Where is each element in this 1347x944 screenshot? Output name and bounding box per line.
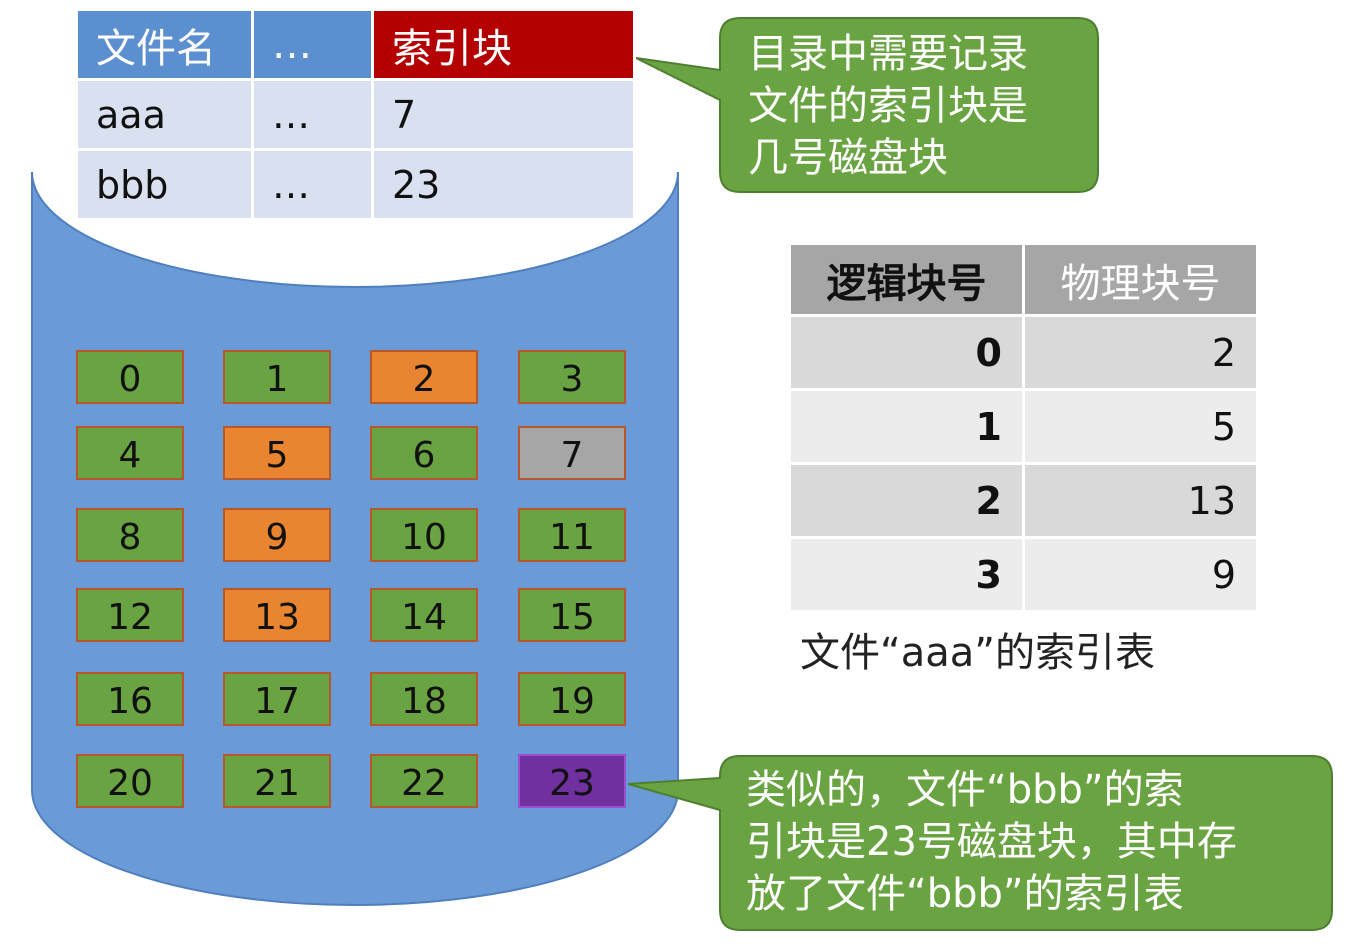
callout-bottom-line: 放了文件“bbb”的索引表 xyxy=(746,871,1184,917)
disk-block: 21 xyxy=(223,754,331,808)
disk-block: 5 xyxy=(223,426,331,480)
directory-cell-index-block: 7 xyxy=(371,78,636,151)
callout-top-bubble xyxy=(635,17,1099,193)
callout-bottom-line: 引块是23号磁盘块，其中存 xyxy=(746,819,1237,865)
index-table-row: 2 13 xyxy=(788,462,1259,539)
disk-block: 9 xyxy=(223,508,331,562)
directory-cell-ellipsis: … xyxy=(251,78,374,151)
directory-header-filename: 文件名 xyxy=(75,8,254,81)
disk-block: 3 xyxy=(518,350,626,404)
index-table-row: 3 9 xyxy=(788,536,1259,613)
disk-block: 22 xyxy=(370,754,478,808)
disk-block: 11 xyxy=(518,508,626,562)
directory-cell-filename: aaa xyxy=(75,78,254,151)
directory-header-index-block: 索引块 xyxy=(371,8,636,81)
disk-block: 13 xyxy=(223,588,331,642)
callout-top-line: 目录中需要记录 xyxy=(748,31,1028,77)
disk-block: 14 xyxy=(370,588,478,642)
disk-block: 6 xyxy=(370,426,478,480)
disk-block: 15 xyxy=(518,588,626,642)
index-header-physical: 物理块号 xyxy=(1022,242,1259,317)
callout-top-text: 目录中需要记录 文件的索引块是 几号磁盘块 xyxy=(748,28,1028,184)
directory-header-ellipsis: … xyxy=(251,8,374,81)
callout-top-line: 文件的索引块是 xyxy=(748,83,1028,129)
index-table-caption: 文件“aaa”的索引表 xyxy=(800,630,1155,676)
index-cell-logical: 0 xyxy=(788,314,1025,391)
directory-header-row: 文件名 … 索引块 xyxy=(75,8,636,81)
disk-block: 18 xyxy=(370,672,478,726)
index-cell-logical: 3 xyxy=(788,536,1025,613)
index-header-logical: 逻辑块号 xyxy=(788,242,1025,317)
directory-cell-index-block: 23 xyxy=(371,148,636,221)
index-cell-physical: 5 xyxy=(1022,388,1259,465)
index-table-row: 1 5 xyxy=(788,388,1259,465)
disk-block: 23 xyxy=(518,754,626,808)
directory-cell-ellipsis: … xyxy=(251,148,374,221)
disk-block: 17 xyxy=(223,672,331,726)
disk-block: 7 xyxy=(518,426,626,480)
index-table-row: 0 2 xyxy=(788,314,1259,391)
directory-row: bbb … 23 xyxy=(75,148,636,221)
index-cell-logical: 2 xyxy=(788,462,1025,539)
disk-block: 2 xyxy=(370,350,478,404)
disk-block: 10 xyxy=(370,508,478,562)
index-cell-physical: 2 xyxy=(1022,314,1259,391)
disk-block: 20 xyxy=(76,754,184,808)
index-cell-logical: 1 xyxy=(788,388,1025,465)
directory-table: 文件名 … 索引块 aaa … 7 bbb … 23 xyxy=(75,8,636,221)
disk-block: 0 xyxy=(76,350,184,404)
disk-block: 4 xyxy=(76,426,184,480)
index-cell-physical: 13 xyxy=(1022,462,1259,539)
callout-top-line: 几号磁盘块 xyxy=(748,135,948,181)
disk-block: 19 xyxy=(518,672,626,726)
index-table-header-row: 逻辑块号 物理块号 xyxy=(788,242,1259,317)
directory-row: aaa … 7 xyxy=(75,78,636,151)
index-table: 逻辑块号 物理块号 0 2 1 5 2 13 3 9 xyxy=(788,242,1259,613)
disk-block: 16 xyxy=(76,672,184,726)
disk-block: 12 xyxy=(76,588,184,642)
callout-bottom-bubble xyxy=(627,755,1333,931)
disk-block: 8 xyxy=(76,508,184,562)
index-cell-physical: 9 xyxy=(1022,536,1259,613)
callout-bottom-line: 类似的，文件“bbb”的索 xyxy=(746,767,1184,813)
directory-cell-filename: bbb xyxy=(75,148,254,221)
disk-block: 1 xyxy=(223,350,331,404)
callout-bottom-text: 类似的，文件“bbb”的索 引块是23号磁盘块，其中存 放了文件“bbb”的索引… xyxy=(746,764,1237,920)
